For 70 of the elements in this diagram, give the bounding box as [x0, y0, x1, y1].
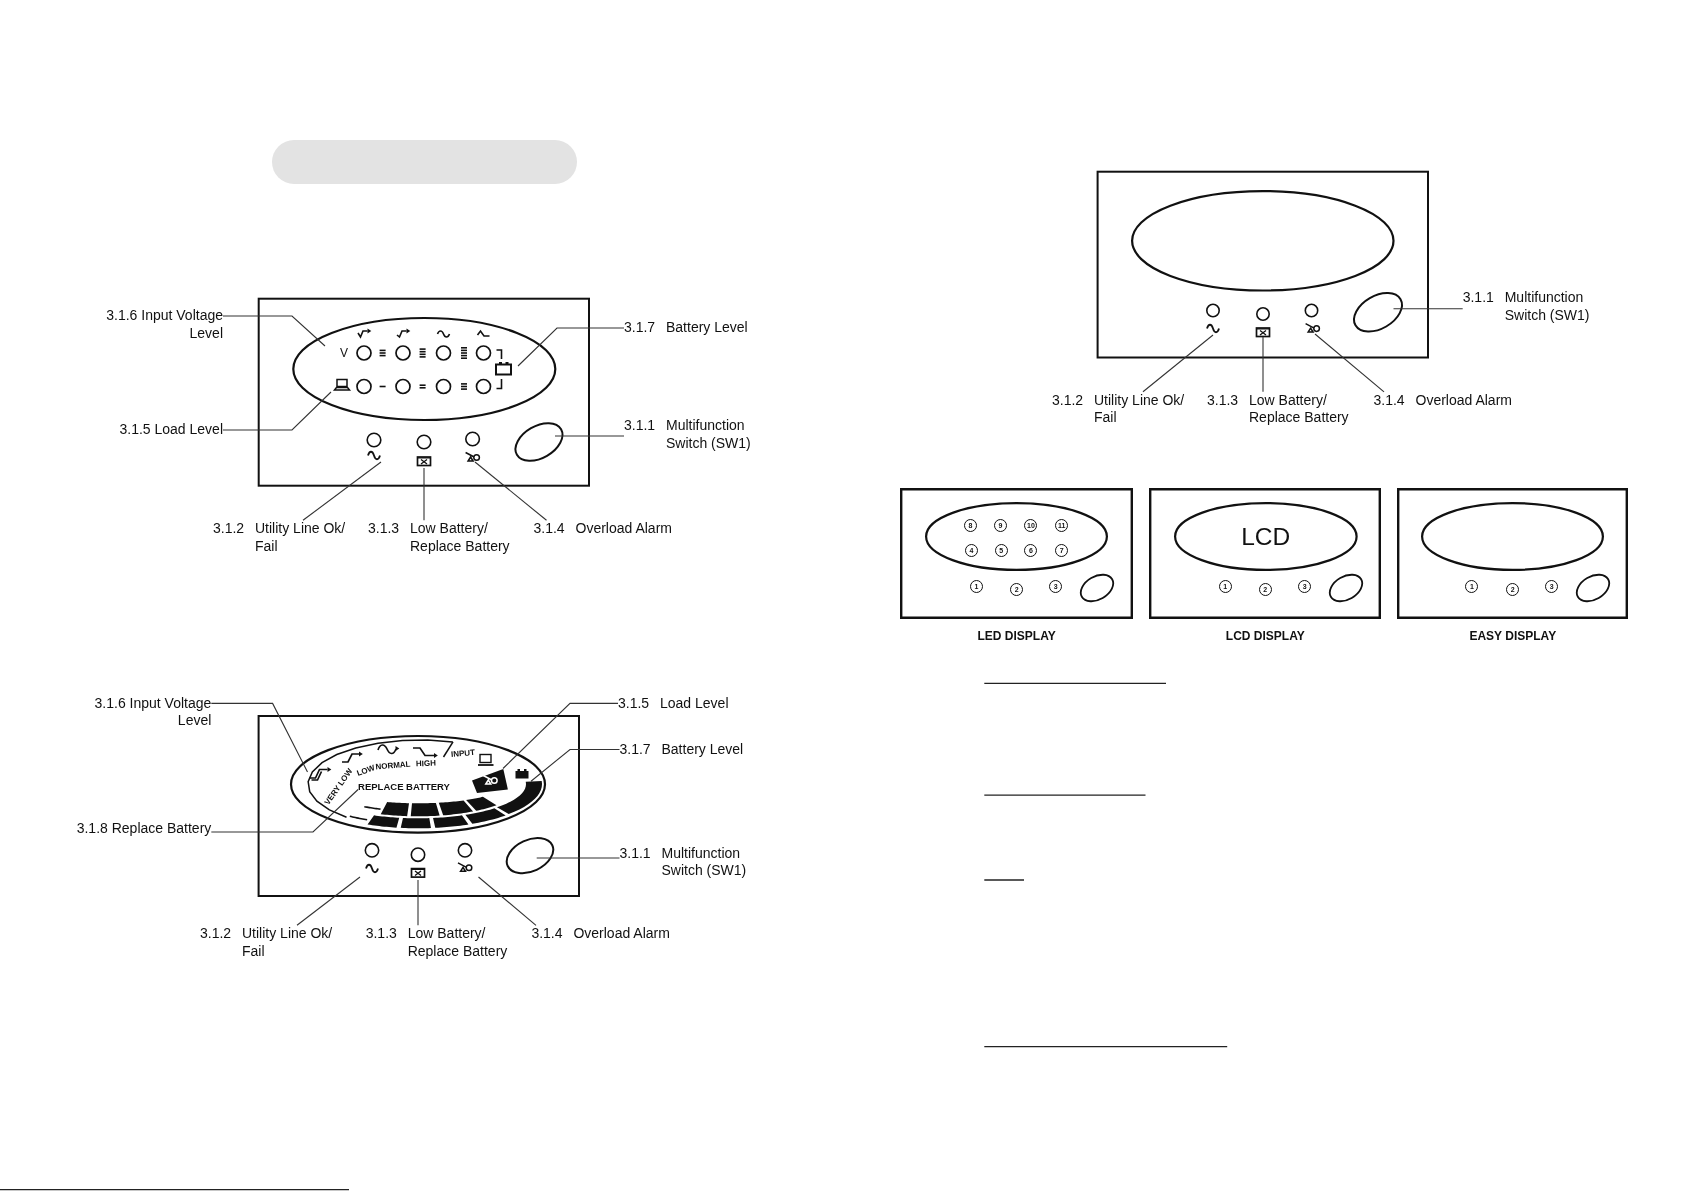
section-number: 3.1.3	[368, 520, 400, 538]
leader-line	[554, 435, 625, 437]
indicator-label: REPLACE BATTERY	[358, 782, 450, 792]
section-number: 3.1.7	[619, 740, 651, 759]
indicator-label: V	[340, 347, 348, 359]
heading-bar	[272, 139, 577, 184]
panel-caption: EASY DISPLAY	[1469, 628, 1557, 643]
section-number: 3.1.2	[200, 925, 232, 943]
callout-label: Overload Alarm	[575, 520, 672, 538]
leader-line	[222, 391, 332, 431]
callout-label: Low Battery/ Replace Battery	[407, 925, 509, 961]
section-number: 3.1.1	[619, 844, 651, 863]
callout-label: Utility Line Ok/ Fail	[1094, 391, 1185, 427]
leader-line	[1392, 308, 1464, 310]
step-line-icon	[307, 768, 328, 781]
section-number: 3.1.5	[618, 694, 650, 713]
leader-line	[1314, 333, 1385, 393]
section-number: 3.1.2	[1052, 391, 1084, 410]
callout-label: Multifunction Switch (SW1)	[1504, 289, 1591, 324]
display-window	[925, 502, 1109, 571]
display-window	[1173, 502, 1358, 571]
leader-line	[536, 857, 621, 859]
section-number: 3.1.4	[533, 520, 565, 538]
callout-label: Low Battery/ Replace Battery	[410, 520, 511, 556]
indicator-label: INPUT	[450, 748, 476, 759]
leader-line	[302, 461, 382, 521]
callout-label: 3.1.5 Load Level	[119, 421, 223, 439]
indicator-label: HIGH	[415, 759, 437, 769]
section-number: 3.1.1	[624, 417, 656, 435]
display-label: LCD	[1241, 524, 1291, 549]
callout-label: Load Level	[660, 694, 729, 713]
section-number: 3.1.2	[213, 520, 245, 538]
leader-line	[517, 327, 625, 367]
indicator-label: NORMAL	[375, 760, 411, 772]
leader-line	[423, 467, 425, 521]
leader-line	[530, 748, 621, 782]
panel-caption: LCD DISPLAY	[1225, 628, 1305, 643]
leader-line	[417, 879, 419, 926]
section-number: 3.1.7	[624, 319, 656, 337]
leader-line	[296, 876, 361, 926]
callout-label: 3.1.6 Input Voltage Level	[105, 307, 223, 343]
callout-label: Overload Alarm	[573, 925, 670, 943]
callout-label: Overload Alarm	[1415, 391, 1512, 410]
leader-line	[1262, 336, 1264, 393]
leader-line	[502, 702, 619, 770]
callout-label: 3.1.6 Input Voltage Level	[93, 694, 212, 730]
section-number: 3.1.3	[1207, 391, 1239, 410]
section-number: 3.1.3	[365, 925, 397, 943]
callout-label: Utility Line Ok/ Fail	[242, 925, 333, 961]
callout-label: Battery Level	[666, 319, 748, 337]
callout-label: Utility Line Ok/ Fail	[255, 520, 346, 556]
callout-label: Battery Level	[661, 740, 744, 759]
leader-line	[210, 702, 309, 773]
section-number: 3.1.1	[1462, 289, 1494, 307]
callout-label: Low Battery/ Replace Battery	[1249, 391, 1350, 427]
display-window	[1421, 502, 1605, 571]
callout-label: 3.1.8 Replace Battery	[76, 820, 212, 838]
leader-line	[1142, 334, 1214, 393]
callout-label: Multifunction Switch (SW1)	[661, 844, 748, 880]
panel-caption: LED DISPLAY	[977, 628, 1056, 643]
section-number: 3.1.4	[531, 925, 563, 943]
callout-label: Multifunction Switch (SW1)	[666, 417, 752, 453]
leader-line	[477, 876, 537, 926]
indicator-label: LOW	[355, 763, 377, 778]
section-number: 3.1.4	[1373, 391, 1405, 410]
load-level-segment	[471, 768, 508, 793]
leader-line	[474, 461, 548, 521]
battery-level-segment	[497, 781, 542, 815]
leader-line	[222, 315, 326, 347]
leader-line	[210, 788, 359, 833]
